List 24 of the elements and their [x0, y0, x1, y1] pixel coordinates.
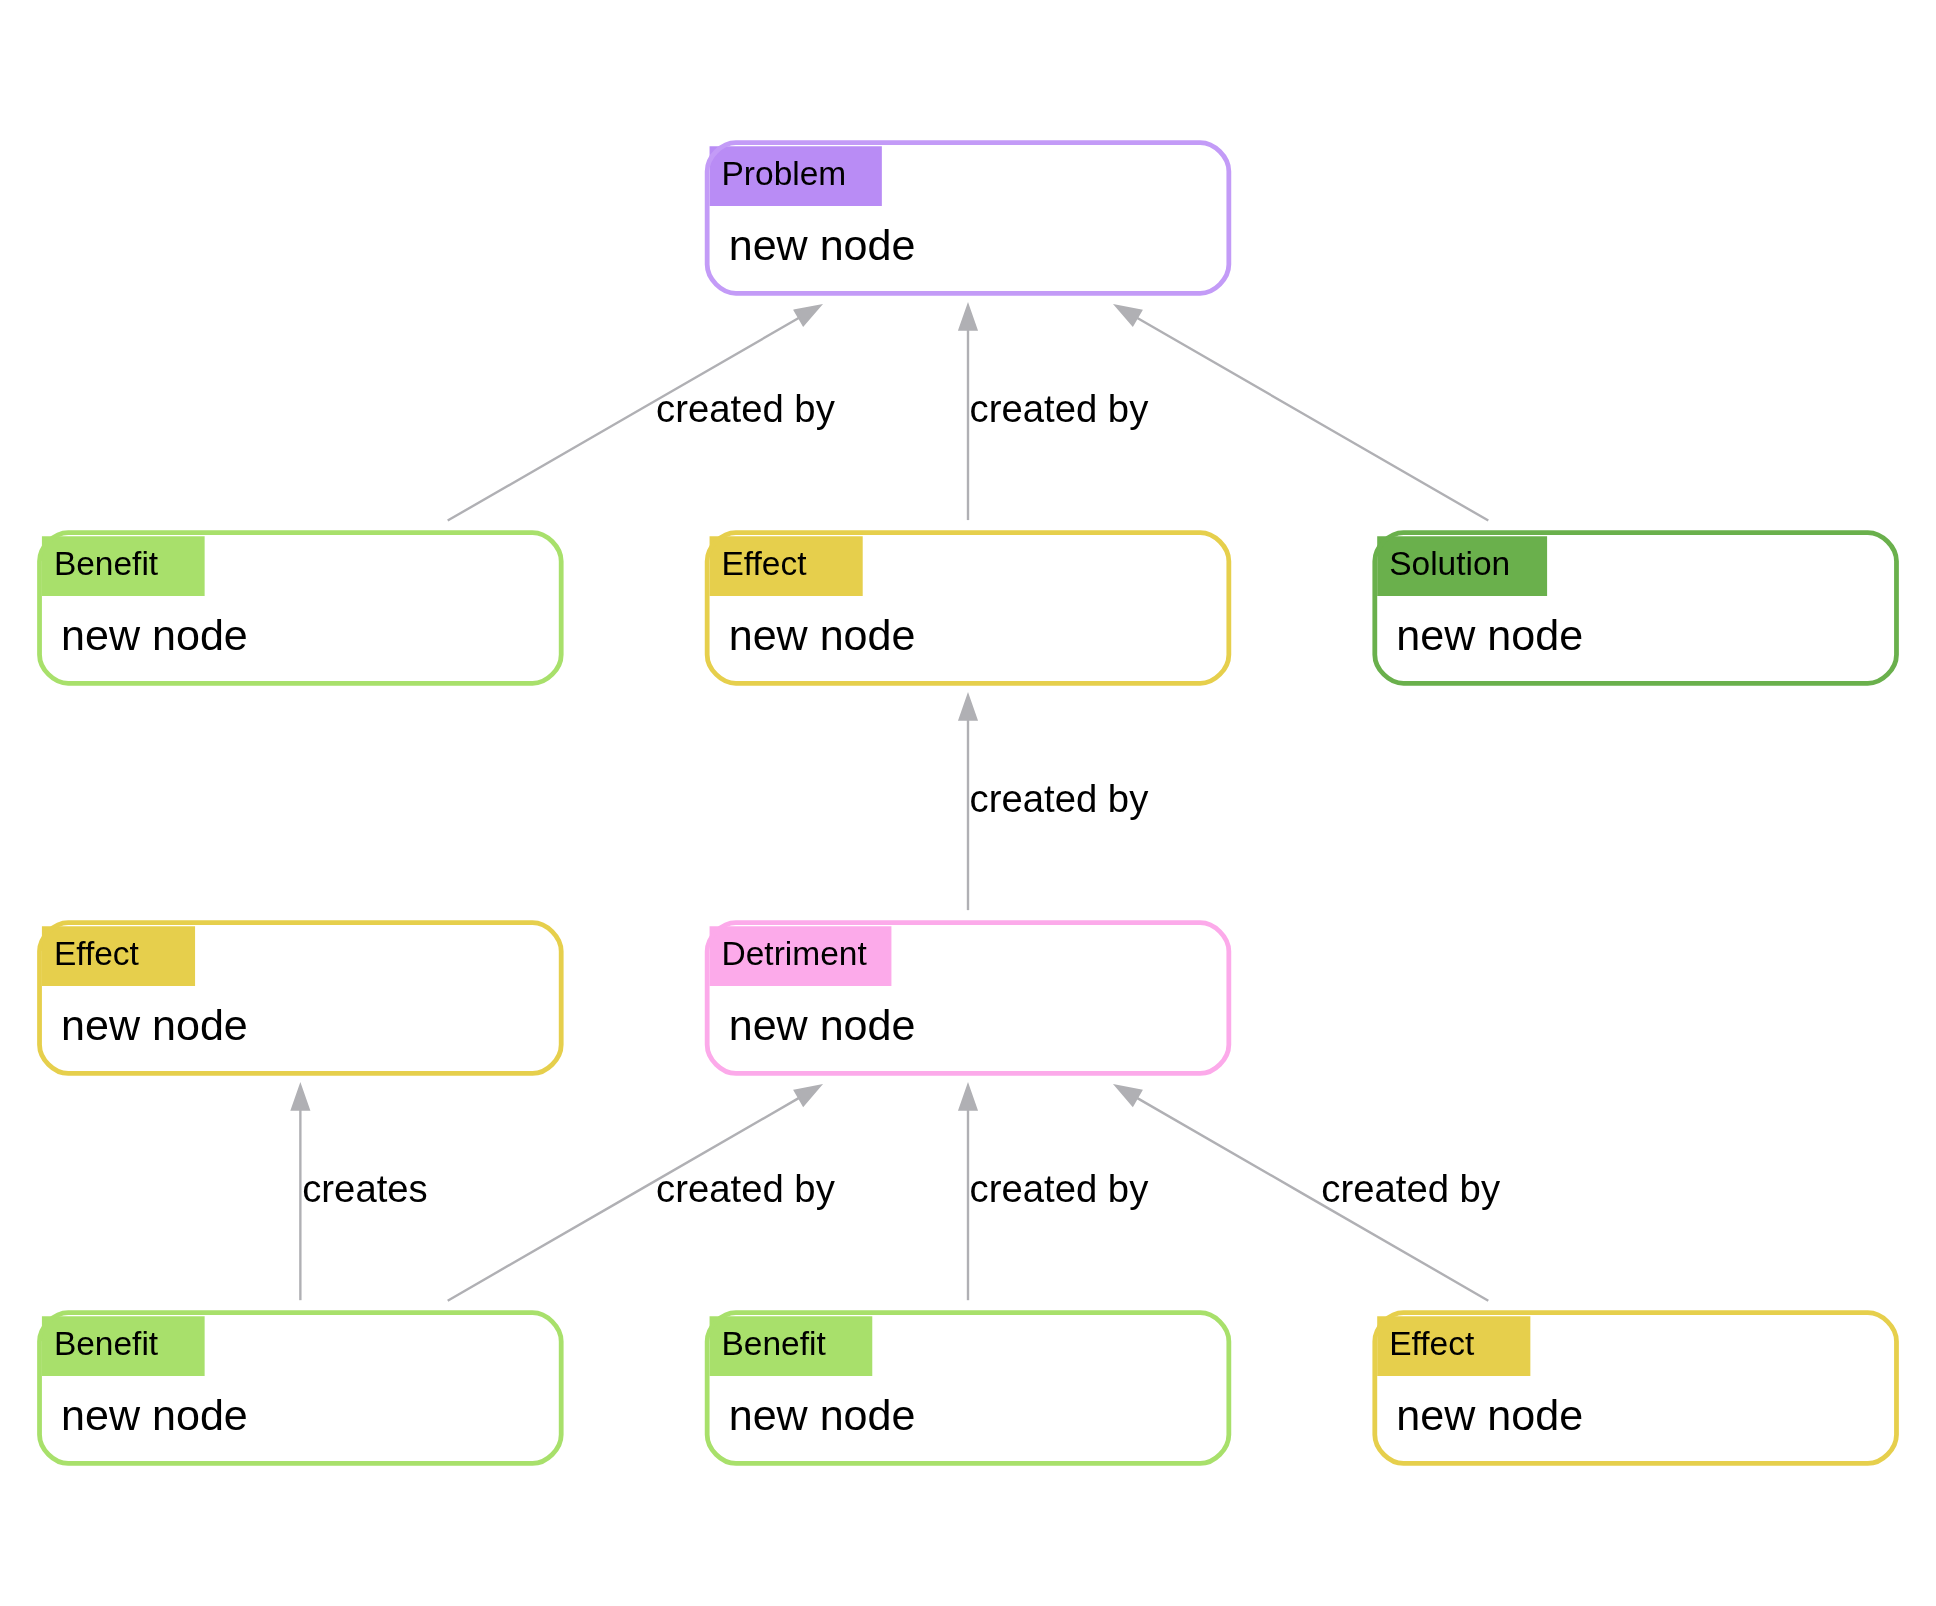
arrow — [447, 1084, 823, 1302]
edge-label: creates — [302, 1167, 428, 1211]
node-box: Effect new node — [1372, 1310, 1899, 1466]
node-box: Benefit new node — [37, 1310, 564, 1466]
arrow — [957, 692, 979, 911]
node-box: Effect new node — [704, 530, 1232, 686]
node-box: Detriment new node — [704, 920, 1232, 1076]
edge-label: created by — [969, 387, 1149, 431]
node-box: Solution new node — [1372, 530, 1899, 686]
edge-label: created by — [969, 777, 1149, 821]
edge-label: created by — [969, 1167, 1149, 1211]
arrow — [447, 304, 823, 522]
edge-label: created by — [656, 387, 835, 431]
arrow — [957, 301, 979, 521]
node-box: Benefit new node — [704, 1310, 1232, 1466]
edge-label: created by — [1321, 1167, 1501, 1211]
node-box: Benefit new node — [37, 530, 564, 686]
node-box: Problem new node — [704, 140, 1232, 296]
edge-label: created by — [656, 1167, 835, 1211]
arrow — [1113, 304, 1489, 522]
arrow — [957, 1082, 979, 1301]
arrow — [290, 1082, 311, 1301]
node-box: Effect new node — [37, 920, 564, 1076]
arrow — [1113, 1084, 1489, 1302]
